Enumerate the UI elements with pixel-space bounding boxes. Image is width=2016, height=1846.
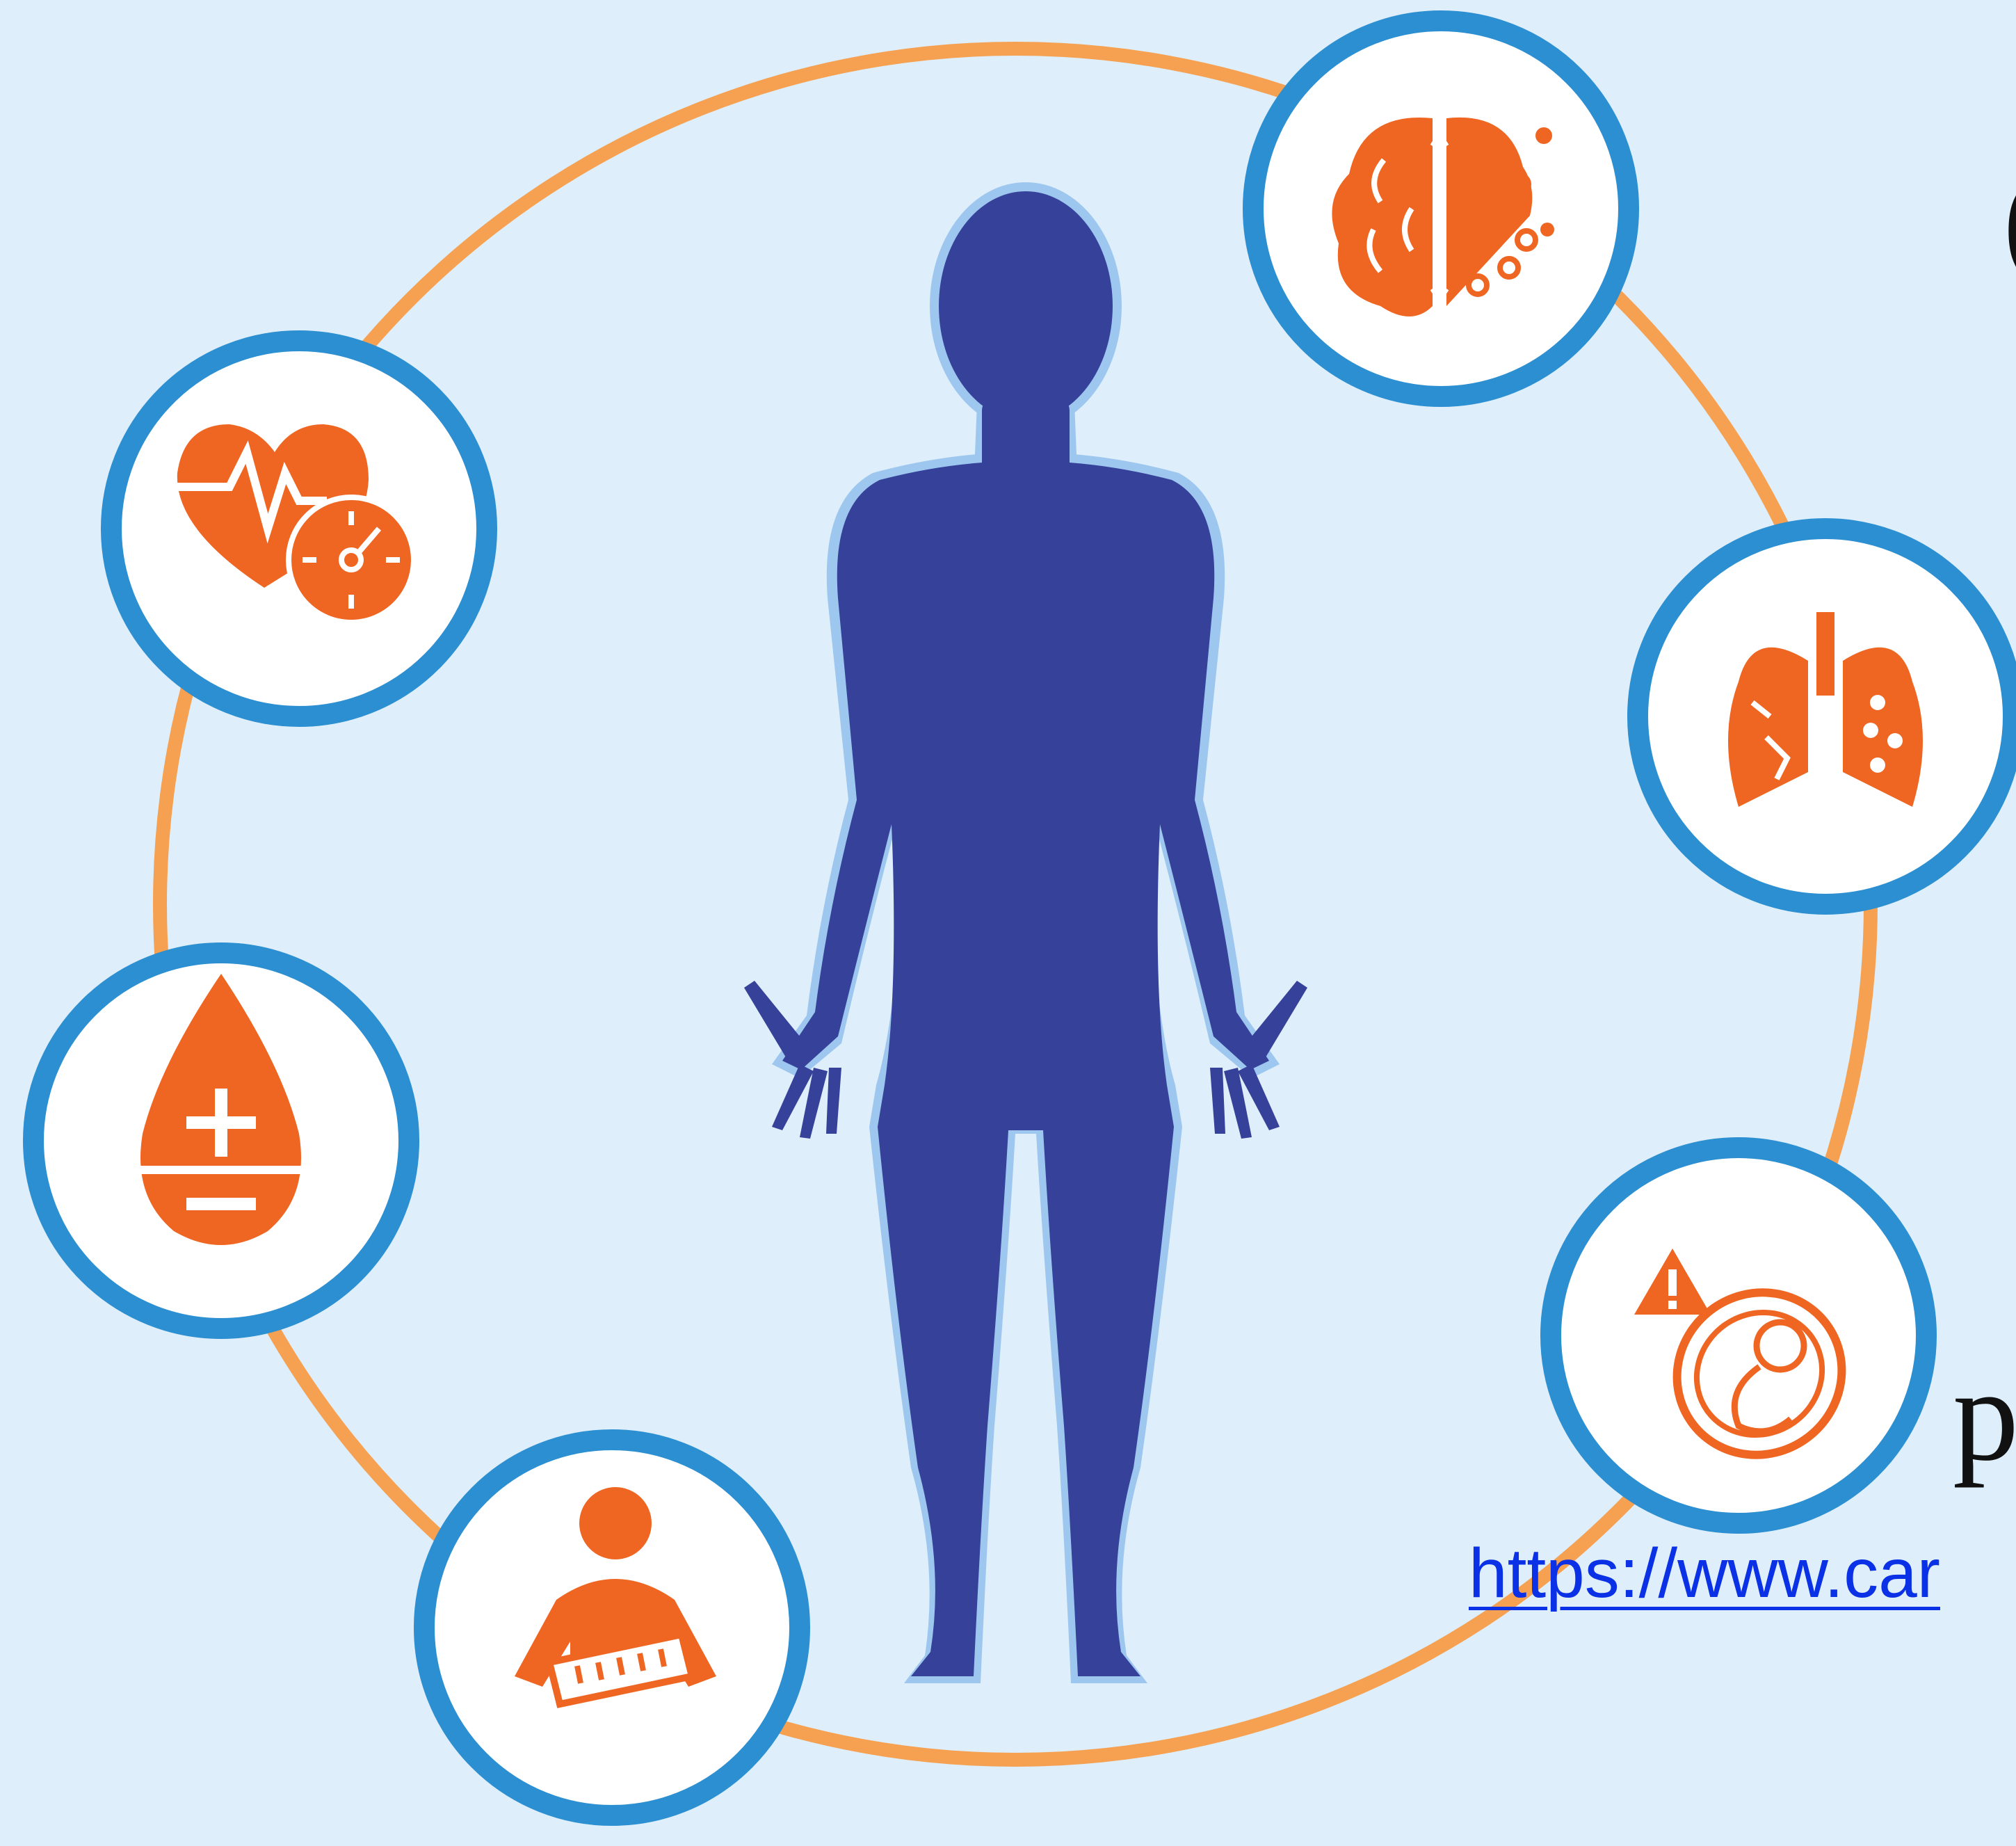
badge-pregnancy — [1551, 1148, 1926, 1523]
badge-brain — [1253, 21, 1629, 396]
badge-heart — [111, 341, 487, 716]
text-fragment-top-right: ( — [2003, 153, 2016, 285]
badge-blood — [33, 953, 409, 1329]
text-fragment-bottom-right: p — [1953, 1349, 2016, 1482]
human-figure — [744, 182, 1307, 1683]
badge-measurement — [424, 1440, 800, 1815]
badge-lungs — [1638, 529, 2013, 904]
source-link[interactable]: https://www.car — [1469, 1539, 1940, 1608]
